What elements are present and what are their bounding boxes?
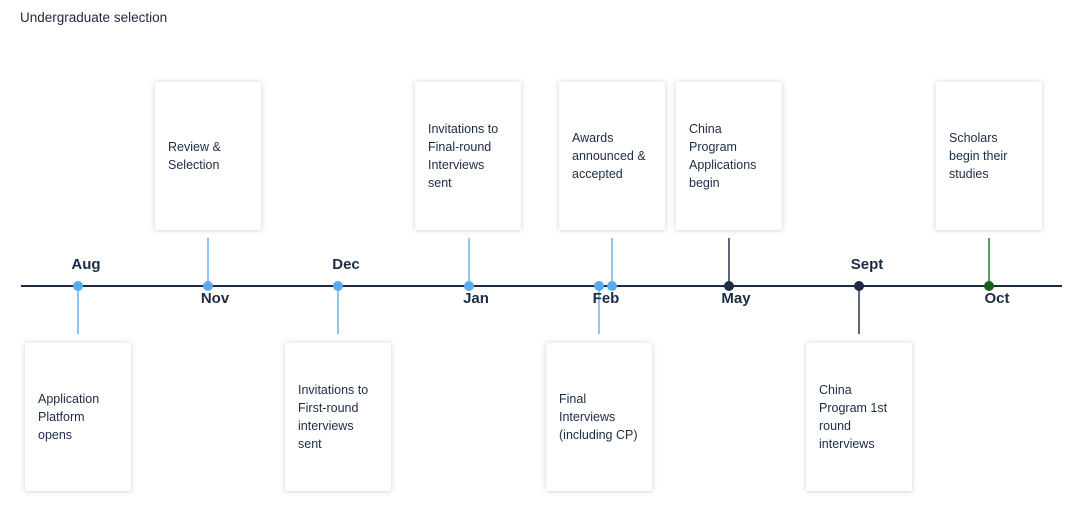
event-card-china-program-applications: China Program Applications begin bbox=[676, 82, 782, 230]
month-label-jan: Jan bbox=[463, 290, 489, 307]
connector-feb-below bbox=[598, 286, 600, 334]
event-card-invitations-first-round: Invitations to First-round interviews se… bbox=[285, 343, 391, 491]
connector-dec bbox=[337, 286, 339, 334]
marker-feb-2 bbox=[607, 281, 617, 291]
marker-dec bbox=[333, 281, 343, 291]
event-text: Application Platform opens bbox=[38, 391, 100, 443]
connector-may bbox=[728, 238, 730, 286]
timeline-axis bbox=[21, 285, 1062, 287]
marker-jan bbox=[464, 281, 474, 291]
month-label-oct: Oct bbox=[984, 290, 1010, 307]
event-text: Awards announced & accepted bbox=[572, 130, 646, 182]
event-text: Scholars begin their studies bbox=[949, 130, 1008, 182]
month-label-feb: Feb bbox=[592, 290, 620, 307]
month-label-aug: Aug bbox=[71, 256, 101, 273]
connector-aug bbox=[77, 286, 79, 334]
event-card-awards: Awards announced & accepted bbox=[559, 82, 665, 230]
marker-may bbox=[724, 281, 734, 291]
marker-sept bbox=[854, 281, 864, 291]
month-label-may: May bbox=[721, 290, 751, 307]
event-card-review-selection: Review & Selection bbox=[155, 82, 261, 230]
connector-nov bbox=[207, 238, 209, 286]
event-card-china-program-interviews: China Program 1st round interviews bbox=[806, 343, 912, 491]
connector-oct bbox=[988, 238, 990, 286]
marker-oct bbox=[984, 281, 994, 291]
connector-jan bbox=[468, 238, 470, 286]
event-text: China Program Applications begin bbox=[689, 121, 757, 191]
event-text: China Program 1st round interviews bbox=[819, 382, 888, 452]
event-text: Final Interviews (including CP) bbox=[559, 391, 638, 443]
month-label-sept: Sept bbox=[850, 256, 884, 273]
event-text: Invitations to Final-round Interviews se… bbox=[428, 121, 499, 191]
marker-aug bbox=[73, 281, 83, 291]
marker-nov bbox=[203, 281, 213, 291]
event-text: Review & Selection bbox=[168, 139, 221, 172]
event-card-application-platform: Application Platform opens bbox=[25, 343, 131, 491]
month-label-nov: Nov bbox=[200, 290, 230, 307]
marker-feb-1 bbox=[594, 281, 604, 291]
event-card-invitations-final-round: Invitations to Final-round Interviews se… bbox=[415, 82, 521, 230]
event-card-final-interviews: Final Interviews (including CP) bbox=[546, 343, 652, 491]
page-title: Undergraduate selection bbox=[20, 10, 168, 25]
month-label-dec: Dec bbox=[332, 256, 360, 273]
connector-sept bbox=[858, 286, 860, 334]
event-text: Invitations to First-round interviews se… bbox=[298, 382, 369, 452]
event-card-scholars-begin: Scholars begin their studies bbox=[936, 82, 1042, 230]
connector-feb-above bbox=[611, 238, 613, 286]
